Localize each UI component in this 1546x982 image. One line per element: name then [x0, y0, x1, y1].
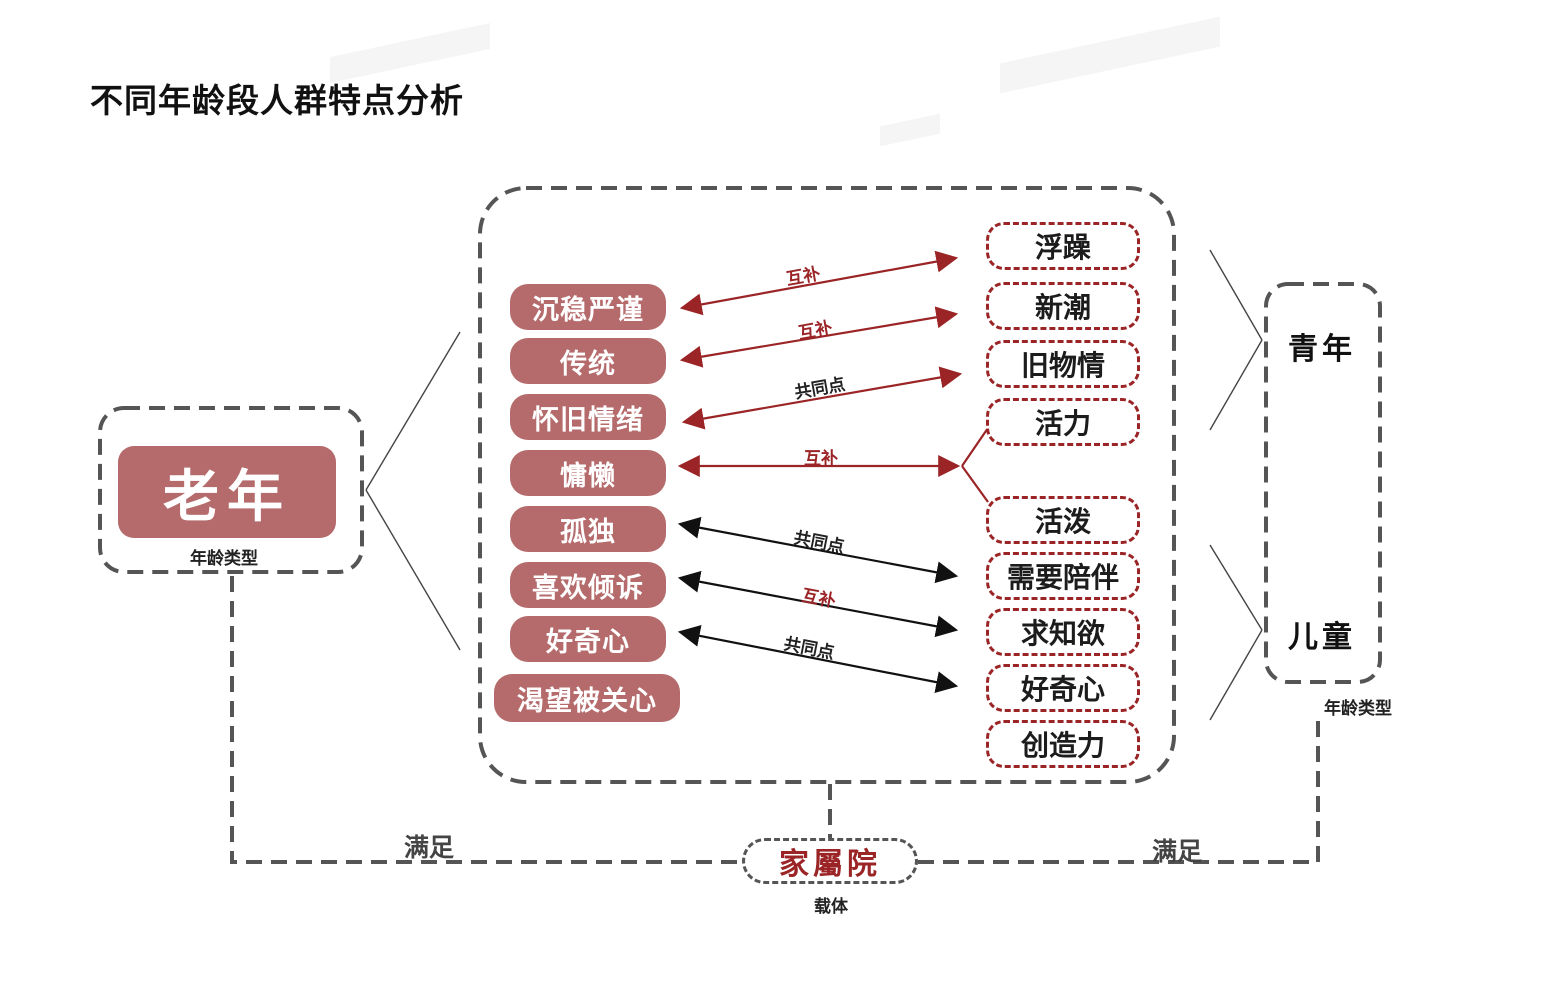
right-trait: 活泼 — [986, 496, 1140, 544]
left-trait: 传统 — [510, 338, 666, 384]
right-trait: 新潮 — [986, 282, 1140, 330]
right-trait: 旧物情 — [986, 340, 1140, 388]
satisfy-left: 满足 — [404, 833, 455, 862]
left-trait: 沉稳严谨 — [510, 284, 666, 330]
right-trait: 创造力 — [986, 720, 1140, 768]
youth-container — [1264, 282, 1382, 684]
left-trait: 好奇心 — [510, 616, 666, 662]
satisfy-right: 满足 — [1152, 837, 1203, 866]
right-trait: 求知欲 — [986, 608, 1140, 656]
right-trait: 活力 — [986, 398, 1140, 446]
right-trait: 需要陪伴 — [986, 552, 1140, 600]
relation-label: 互补 — [804, 449, 838, 469]
carrier-caption: 载体 — [814, 897, 848, 917]
youth-label: 青年 — [1288, 332, 1356, 367]
left-trait: 慵懒 — [510, 450, 666, 496]
traits-container — [478, 186, 1176, 784]
right-trait: 好奇心 — [986, 664, 1140, 712]
page-title: 不同年龄段人群特点分析 — [90, 81, 464, 120]
youth-caption: 年龄类型 — [1324, 699, 1392, 719]
elderly-caption: 年龄类型 — [190, 549, 258, 569]
left-trait: 渴望被关心 — [494, 674, 680, 722]
left-trait: 喜欢倾诉 — [510, 562, 666, 608]
left-trait: 孤独 — [510, 506, 666, 552]
left-trait: 怀旧情绪 — [510, 394, 666, 440]
carrier-box: 家屬院 — [742, 838, 918, 884]
elderly-label: 老年 — [118, 446, 336, 538]
children-label: 儿童 — [1288, 620, 1356, 655]
elderly-container — [98, 406, 364, 574]
right-trait: 浮躁 — [986, 222, 1140, 270]
